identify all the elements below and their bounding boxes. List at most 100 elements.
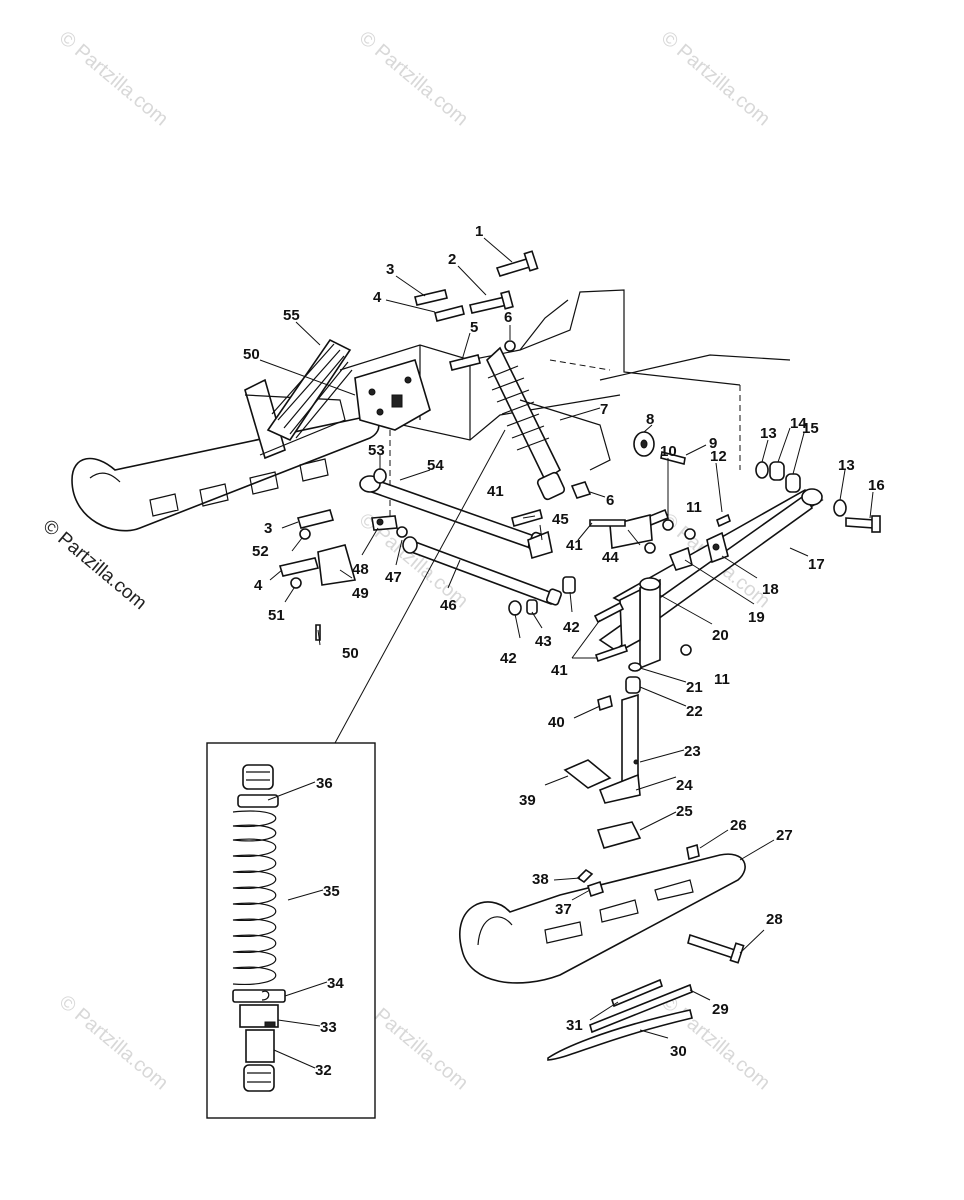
- callout-labels: 1 2 3 4 5 6 7 8 9 10 11 12 13 14 15 13 1…: [243, 223, 885, 1079]
- chassis-frame: [339, 289, 791, 520]
- callout-16: 16: [868, 477, 885, 494]
- bolt-41-lower-b: [594, 643, 629, 663]
- nut-near-44: [644, 542, 656, 554]
- callout-29: 29: [712, 1001, 729, 1018]
- watermark-layer: © Partzilla.com © Partzilla.com © Partzi…: [39, 27, 774, 1094]
- mount-plate: [354, 359, 431, 431]
- callout-26: 26: [730, 817, 747, 834]
- callout-6-lower: 6: [606, 492, 614, 509]
- callout-27: 27: [776, 827, 793, 844]
- callout-10: 10: [660, 443, 677, 460]
- callout-23: 23: [684, 743, 701, 760]
- callout-37: 37: [555, 901, 572, 918]
- plate-4-lower: [278, 557, 320, 577]
- detail-leader: [334, 429, 506, 744]
- bushing-53: [373, 468, 387, 484]
- nut-40: [597, 694, 613, 712]
- callout-50-upper: 50: [243, 346, 260, 363]
- callout-36: 36: [316, 775, 333, 792]
- pin-23: [633, 759, 639, 765]
- spindle-24: [598, 693, 641, 804]
- washer-13-right: [833, 499, 847, 517]
- callout-54: 54: [427, 457, 444, 474]
- callout-15: 15: [802, 420, 819, 437]
- callout-19: 19: [748, 609, 765, 626]
- callout-44: 44: [602, 549, 619, 566]
- callout-47: 47: [385, 569, 402, 586]
- shock-detail-box: [206, 742, 376, 1119]
- callout-52: 52: [252, 543, 269, 560]
- callout-34: 34: [327, 975, 344, 992]
- callout-41-mid: 41: [566, 537, 583, 554]
- watermark-top-right: © Partzilla.com: [657, 27, 774, 130]
- carbide-31: [611, 978, 663, 1008]
- plate-3-lower: [296, 509, 335, 529]
- callout-8: 8: [646, 411, 654, 428]
- plate-3-upper: [414, 289, 448, 306]
- callout-12: 12: [710, 448, 727, 465]
- nut-37: [587, 880, 604, 898]
- handle-39: [563, 759, 612, 789]
- washer-13-left: [755, 461, 769, 479]
- callout-11-lower: 11: [714, 671, 730, 688]
- callout-2: 2: [448, 251, 456, 268]
- callout-40: 40: [548, 714, 565, 731]
- callout-28: 28: [766, 911, 783, 928]
- pin-38: [576, 868, 594, 884]
- callout-5: 5: [470, 319, 478, 336]
- callout-6-upper: 6: [504, 309, 512, 326]
- nut-11-lower: [680, 644, 692, 656]
- callout-32: 32: [315, 1062, 332, 1079]
- callout-41-lower: 41: [551, 662, 568, 679]
- nut-42-right: [562, 576, 576, 594]
- bolt-1: [495, 250, 539, 277]
- callout-20: 20: [712, 627, 729, 644]
- front-ski-27: [459, 853, 746, 984]
- nut-47: [396, 526, 408, 538]
- callout-51: 51: [268, 607, 285, 624]
- bushing-21: [628, 662, 642, 672]
- wear-bar-29: [589, 983, 693, 1034]
- callout-17: 17: [808, 556, 825, 573]
- bushing-22: [625, 676, 641, 694]
- front-shock-7: [486, 346, 566, 501]
- skid-plate-25: [596, 821, 642, 849]
- bushing-15: [785, 473, 801, 493]
- nut-11-side: [684, 528, 696, 540]
- watermark-top-center: © Partzilla.com: [355, 27, 472, 130]
- watermark-bottom-left: © Partzilla.com: [55, 991, 172, 1094]
- callout-22: 22: [686, 703, 703, 720]
- nut-52: [299, 528, 311, 540]
- callout-24: 24: [676, 777, 693, 794]
- callout-25: 25: [676, 803, 693, 820]
- callout-55: 55: [283, 307, 300, 324]
- callout-46: 46: [440, 597, 457, 614]
- callout-21: 21: [686, 679, 703, 696]
- callout-53: 53: [368, 442, 385, 459]
- bolt-9: [660, 451, 686, 465]
- runner-30: [547, 1009, 693, 1061]
- bracket-18: [706, 531, 729, 564]
- plate-4-upper: [434, 305, 465, 322]
- bolt-16: [845, 515, 881, 533]
- callout-42-left: 42: [500, 650, 517, 667]
- callout-43: 43: [535, 633, 552, 650]
- callout-48: 48: [352, 561, 369, 578]
- leader-lines: [259, 237, 874, 1069]
- callout-42-right: 42: [563, 619, 580, 636]
- pin-12: [716, 513, 731, 528]
- tie-rod-46: [402, 536, 562, 606]
- callout-45: 45: [552, 511, 569, 528]
- callout-3-upper: 3: [386, 261, 394, 278]
- callout-33: 33: [320, 1019, 337, 1036]
- nut-11-upper: [662, 519, 674, 531]
- callout-14: 14: [790, 415, 807, 432]
- callout-39: 39: [519, 792, 536, 809]
- bolt-41-upper: [511, 509, 543, 527]
- bushing-43: [526, 599, 538, 615]
- spindle-20: [619, 577, 661, 670]
- bolt-41-lower-a: [593, 601, 625, 624]
- callout-9: 9: [709, 435, 717, 452]
- callout-13-left: 13: [760, 425, 777, 442]
